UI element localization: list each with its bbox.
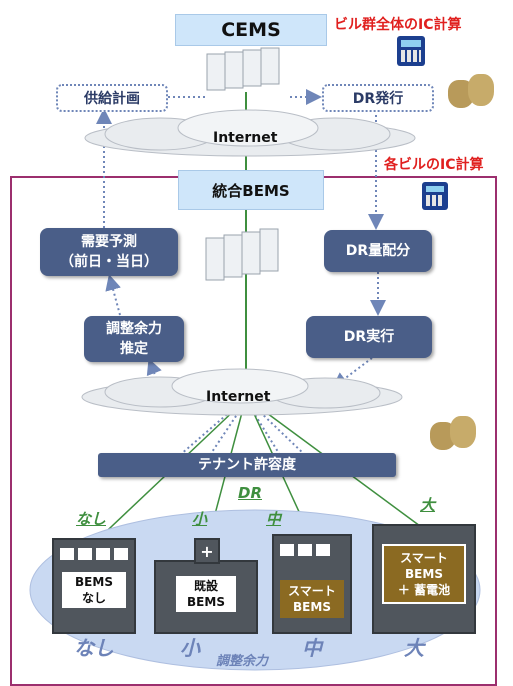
demand-forecast-line2: （前日・当日） [60, 254, 158, 270]
bldg-smartbat-line2: BEMS [405, 567, 443, 581]
level-bottom-medium: 中 [302, 636, 322, 660]
level-bottom-large: 大 [404, 636, 424, 660]
tenant-tolerance-label: テナント許容度 [198, 457, 296, 473]
dr-execute-box: DR実行 [306, 316, 432, 358]
building-icon-existing: + 既設 BEMS [154, 538, 258, 634]
demand-forecast-line1: 需要予測 [81, 234, 137, 250]
calculator-icon [397, 36, 425, 66]
ic-calc-all-label: ビル群全体のIC計算 [334, 17, 462, 33]
level-top-none: なし [76, 510, 107, 528]
ic-calc-each-label: 各ビルのIC計算 [384, 157, 484, 173]
dr-label: DR [238, 484, 263, 502]
building-icon-smart: スマート BEMS [272, 534, 352, 634]
building-icon-none: BEMS なし [52, 538, 136, 634]
adjust-line1: 調整余力 [106, 321, 162, 337]
calculator-icon-2 [422, 182, 448, 210]
demand-forecast-box: 需要予測 （前日・当日） [40, 228, 178, 276]
money-bag-icon [446, 66, 496, 112]
level-bottom-small: 小 [180, 636, 200, 660]
level-bottom-none: なし [74, 636, 114, 660]
internet-cloud-top [84, 109, 416, 157]
bldg-existing-line2: BEMS [187, 595, 225, 609]
level-top-large: 大 [420, 496, 436, 514]
internet-cloud-bottom [81, 368, 403, 416]
tenant-dotted-3 [251, 409, 281, 456]
bldg-none-line1: BEMS [75, 575, 113, 589]
tenant-dotted-2 [209, 409, 241, 456]
internet-bottom-label: Internet [206, 389, 271, 405]
bldg-smart-line1: スマート [288, 584, 336, 598]
bldg-none-line2: なし [81, 591, 106, 605]
money-bag-icon-2 [428, 408, 478, 454]
cems-label: CEMS [221, 19, 281, 41]
dr-allocation-box: DR量配分 [324, 230, 432, 272]
supply-plan-label: 供給計画 [84, 91, 140, 107]
integrated-bems-box: 統合BEMS [178, 170, 324, 210]
bldg-smartbat-line3: ＋ 蓄電池 [397, 583, 451, 597]
tenant-dotted-4 [257, 409, 306, 456]
bldg-smartbat-line1: スマート [400, 551, 448, 565]
bldg-existing-line1: 既設 [193, 579, 218, 593]
dr-issue-label: DR発行 [352, 91, 404, 107]
integrated-bems-label: 統合BEMS [212, 181, 290, 200]
adjustment-capacity-label: 調整余力 [216, 654, 269, 669]
adjust-estimate-box: 調整余力 推定 [84, 316, 184, 362]
tenant-tolerance-bar: テナント許容度 [98, 453, 396, 477]
dr-execute-label: DR実行 [343, 329, 395, 345]
supply-plan-box: 供給計画 [56, 84, 168, 112]
cems-box: CEMS [175, 14, 327, 46]
cems-server-icon [206, 47, 280, 91]
bldg-smart-line2: BEMS [293, 600, 331, 614]
level-top-small: 小 [192, 510, 208, 528]
level-top-medium: 中 [266, 510, 282, 528]
building-icon-smart-battery: スマート BEMS ＋ 蓄電池 [372, 524, 476, 634]
dr-issue-box: DR発行 [322, 84, 434, 112]
tenant-dotted-1 [179, 409, 233, 456]
adjust-forecast-arrow [105, 274, 121, 316]
internet-top-label: Internet [213, 130, 278, 146]
dr-allocation-label: DR量配分 [345, 243, 411, 259]
adjust-line2: 推定 [120, 341, 148, 357]
bems-server-icon [205, 228, 279, 281]
